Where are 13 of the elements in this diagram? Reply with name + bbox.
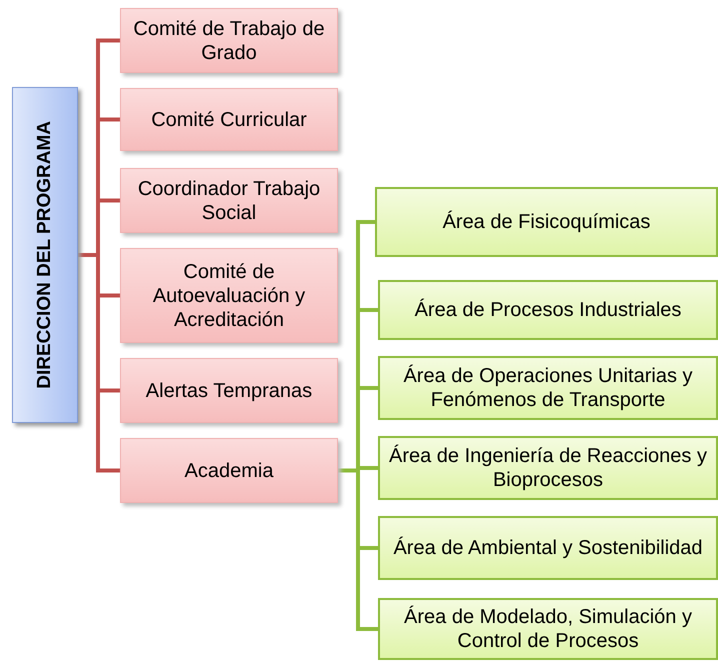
unit-box: Comité de Autoevaluación y Acreditación [120,248,338,343]
unit-box: Comité de Trabajo de Grado [120,8,338,73]
unit-box: Área de Operaciones Unitarias y Fenómenos de Transporte [378,356,718,420]
unit-box: Área de Ingeniería de Reacciones y Bioprocesos [378,436,718,500]
unit-box: Área de Fisicoquímicas [375,187,718,257]
program-box: DIRECCION DEL PROGRAMA [12,87,78,423]
unit-box: Alertas Tempranas [120,358,338,423]
unit-box: Academia [120,438,338,503]
unit-box: Comité Curricular [120,88,338,151]
unit-box: Coordinador Trabajo Social [120,168,338,233]
unit-box: Área de Procesos Industriales [378,280,718,340]
unit-box: Área de Ambiental y Sostenibilidad [378,516,718,580]
unit-box: Área de Modelado, Simulación y Control de Procesos [378,598,718,660]
